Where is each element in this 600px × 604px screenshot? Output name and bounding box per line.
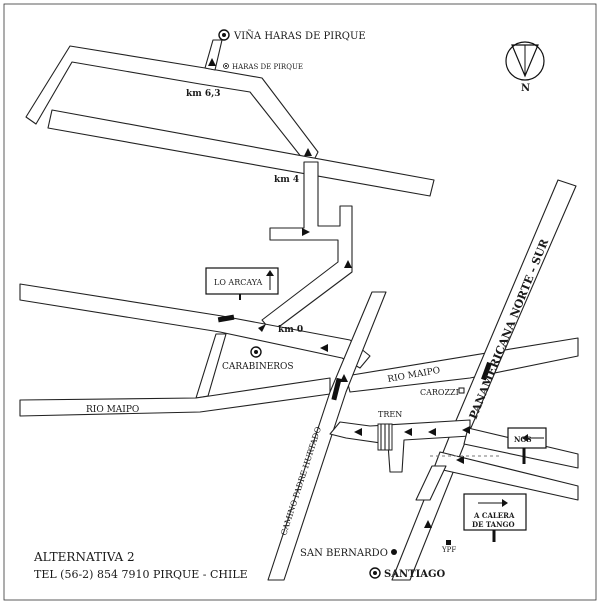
km63-label: km 6,3	[186, 89, 221, 99]
road-ypf-connector	[415, 465, 447, 501]
san-bernardo-dot	[391, 549, 397, 555]
compass-north-label: N	[521, 83, 530, 94]
lo-arcaya-label: LO ARCAYA	[214, 278, 262, 287]
road-km4-east	[47, 109, 435, 197]
calera-sign	[463, 493, 527, 542]
train-tracks	[377, 423, 393, 451]
carozzi-label: CAROZZI	[420, 388, 459, 397]
road-marker	[331, 377, 342, 401]
carabineros-marker-icon	[250, 346, 262, 358]
road-rio-maipo-east	[345, 337, 579, 393]
km0-label: km 0	[278, 325, 303, 335]
santiago-label: SANTIAGO	[384, 569, 446, 580]
calera-label-line2: DE TANGO	[472, 520, 515, 529]
arrow-east	[302, 228, 310, 236]
rio-maipo-west-label: RIO MAIPO	[86, 405, 139, 415]
calera-label-line1: A CALERA	[473, 511, 515, 520]
arrow-west	[354, 428, 362, 436]
footer-title: ALTERNATIVA 2	[33, 550, 135, 564]
arrow-west	[404, 428, 412, 436]
lo-arcaya-sign	[205, 267, 279, 300]
arrow-west	[456, 456, 464, 464]
compass-icon	[505, 41, 545, 81]
tren-label: TREN	[378, 410, 402, 419]
ypf-marker	[446, 540, 451, 545]
arrow-northwest	[258, 324, 266, 332]
carabineros-label: CARABINEROS	[222, 362, 294, 372]
road-rio-maipo-west	[19, 377, 331, 417]
winery-label: VIÑA HARAS DE PIRQUE	[233, 30, 366, 42]
road-east-lower	[433, 451, 579, 501]
arrow-north	[424, 520, 432, 528]
santiago-marker-icon	[369, 567, 381, 579]
ypf-label: YPF	[441, 546, 456, 554]
arrow-west	[428, 428, 436, 436]
map-border	[3, 3, 597, 601]
winery-marker-icon	[218, 29, 230, 41]
footer-contact: TEL (56-2) 854 7910 PIRQUE - CHILE	[34, 568, 248, 581]
arrow-north	[340, 374, 348, 382]
road-marker	[481, 361, 492, 381]
panamericana-label: PANAMERICANA NORTE - SUR	[467, 236, 552, 421]
haras-label: HARAS DE PIRQUE	[232, 63, 303, 71]
road-lo-arcaya	[19, 283, 371, 369]
carozzi-marker	[458, 387, 465, 394]
san-bernardo-label: SAN BERNARDO	[300, 548, 388, 559]
arrow-north	[304, 148, 312, 156]
arrow-north	[208, 58, 216, 66]
km4-label: km 4	[274, 175, 299, 185]
arrow-north	[344, 260, 352, 268]
arrow-west	[320, 344, 328, 352]
nos-label: NOS	[514, 435, 532, 444]
haras-marker-icon	[223, 63, 229, 69]
arrow-west	[462, 426, 470, 434]
road-camino-padre-hurtado	[267, 291, 387, 581]
nos-sign	[507, 427, 547, 464]
road-marker	[217, 314, 235, 323]
road-winding-connector	[261, 161, 353, 333]
